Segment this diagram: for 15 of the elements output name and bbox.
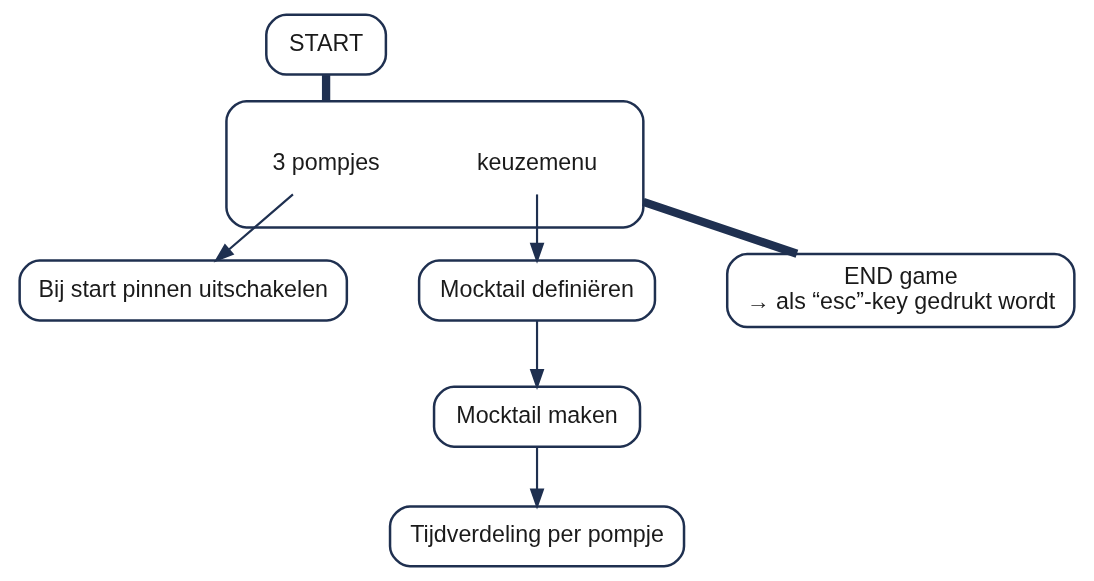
arrow: [529, 447, 545, 510]
node-box: Mocktail definiëren: [417, 259, 657, 322]
node-box: Mocktail maken: [432, 385, 642, 448]
node-box: Tijdverdeling per pompje: [388, 505, 686, 568]
node-text: 3 pompjes: [272, 149, 380, 176]
node-box: START: [265, 13, 388, 76]
node-box: END game → als “esc”-key gedrukt wordt: [725, 252, 1076, 329]
arrow: [213, 193, 294, 263]
connector: [642, 197, 799, 258]
node-text: keuzemenu: [476, 149, 598, 176]
connector: [321, 75, 331, 102]
arrow: [529, 320, 545, 390]
node-box: Bij start pinnen uitschakelen: [18, 259, 349, 322]
arrow: [529, 194, 545, 264]
cluster: [225, 99, 645, 229]
